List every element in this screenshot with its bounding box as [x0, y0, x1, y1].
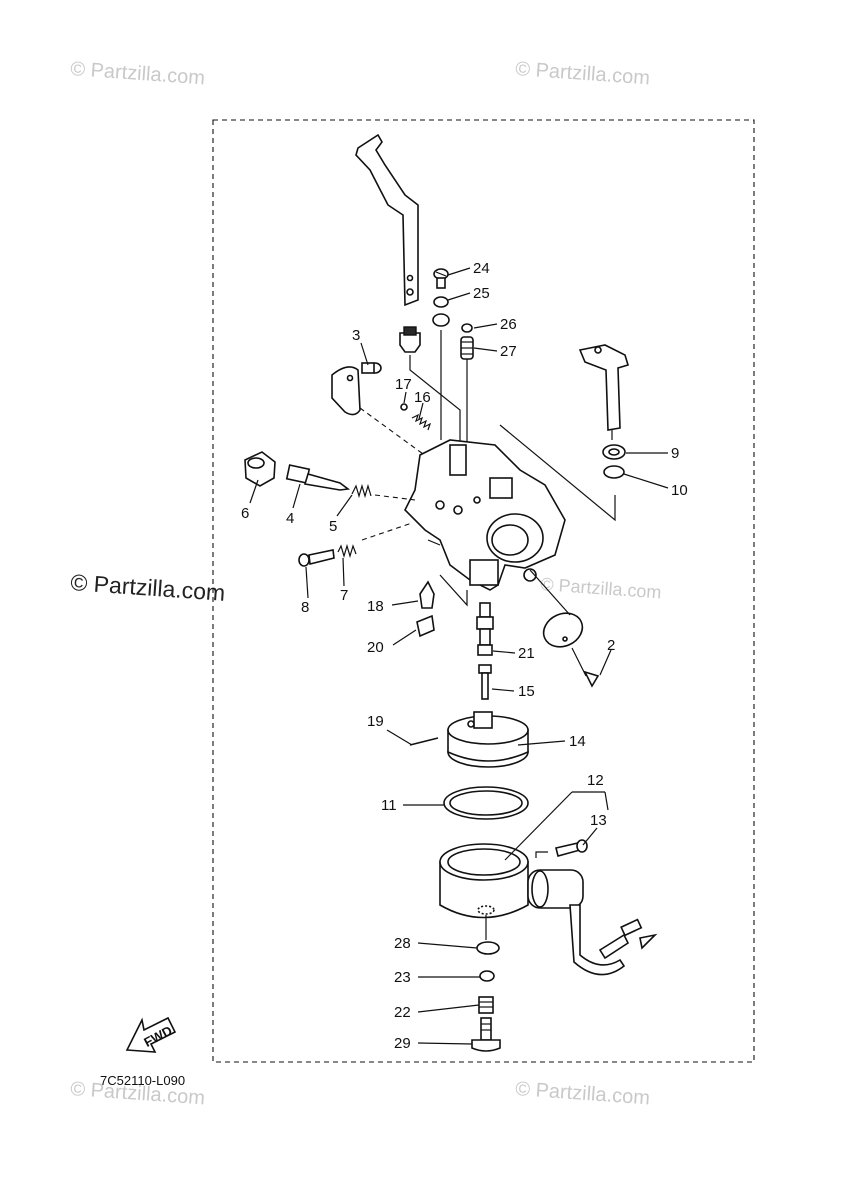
- callout-19: 19: [367, 713, 384, 730]
- callout-6: 6: [241, 505, 249, 522]
- callout-10: 10: [671, 482, 688, 499]
- gasket-11: [443, 786, 529, 820]
- callout-15: 15: [518, 683, 535, 700]
- clip-20: [416, 614, 435, 638]
- diagram-code: 7C52110-L090: [100, 1073, 185, 1088]
- seal-9-inner: [608, 448, 620, 456]
- callout-17: 17: [395, 376, 412, 393]
- callout-5: 5: [329, 518, 337, 535]
- washer-25b: [432, 313, 450, 327]
- choke-lever: [355, 133, 419, 307]
- callout-23: 23: [394, 969, 411, 986]
- cover-plate: [331, 366, 361, 416]
- spring-7: [337, 543, 357, 559]
- nozzle-21: [476, 602, 494, 656]
- screw-24: [433, 268, 449, 289]
- washer-10: [603, 465, 625, 479]
- callout-7: 7: [340, 587, 348, 604]
- screw-13: [555, 839, 588, 857]
- callout-27: 27: [500, 343, 517, 360]
- o-ring-26: [461, 323, 473, 333]
- adjust-screw-27: [460, 336, 474, 375]
- carburetor-body: [404, 439, 566, 591]
- callout-18: 18: [367, 598, 384, 615]
- callout-3: 3: [352, 327, 360, 344]
- callout-21: 21: [518, 645, 535, 662]
- callout-22: 22: [394, 1004, 411, 1021]
- gasket-28: [476, 941, 500, 955]
- callout-20: 20: [367, 639, 384, 656]
- jet-22: [478, 996, 494, 1014]
- watermark-top-left: © Partzilla.com: [70, 58, 206, 89]
- plug-cap: [399, 326, 421, 353]
- callout-11: 11: [381, 797, 397, 814]
- callout-14: 14: [569, 733, 586, 750]
- o-ring-23: [479, 970, 495, 982]
- callout-13: 13: [590, 812, 607, 829]
- jet-15: [478, 664, 492, 700]
- callout-2: 2: [607, 637, 615, 654]
- screw-3: [361, 362, 382, 374]
- bolt-29: [471, 1017, 501, 1052]
- fwd-arrow-icon: FWD: [125, 1016, 177, 1053]
- pilot-screw-4: [285, 464, 351, 491]
- pin-19: [409, 737, 439, 746]
- watermark-side: © Partzilla.com: [70, 569, 226, 606]
- throttle-shaft: [578, 344, 629, 440]
- ball-17: [400, 403, 408, 411]
- callout-24: 24: [473, 260, 490, 277]
- watermark-mid-right: © Partzilla.com: [540, 574, 662, 602]
- callout-4: 4: [286, 510, 294, 527]
- watermark-bottom-right: © Partzilla.com: [515, 1078, 651, 1109]
- throttle-plate-2: [542, 612, 600, 688]
- callout-leaders: [249, 267, 669, 1045]
- screw-8: [298, 549, 335, 567]
- spring-5: [351, 483, 372, 499]
- spring-16: [411, 413, 432, 431]
- callout-28: 28: [394, 935, 411, 952]
- fwd-label: FWD: [141, 1023, 174, 1050]
- watermark-top-right: © Partzilla.com: [515, 58, 651, 89]
- float-chamber-12: [439, 843, 658, 976]
- cap-6: [244, 451, 276, 487]
- callout-25: 25: [473, 285, 490, 302]
- callout-9: 9: [671, 445, 679, 462]
- diagram-frame: [212, 119, 755, 1063]
- callout-29: 29: [394, 1035, 411, 1052]
- callout-16: 16: [414, 389, 431, 406]
- callout-12: 12: [587, 772, 604, 789]
- jet-18: [419, 580, 435, 609]
- callout-26: 26: [500, 316, 517, 333]
- callout-8: 8: [301, 599, 309, 616]
- float-14: [447, 711, 529, 768]
- washer-25: [433, 296, 449, 308]
